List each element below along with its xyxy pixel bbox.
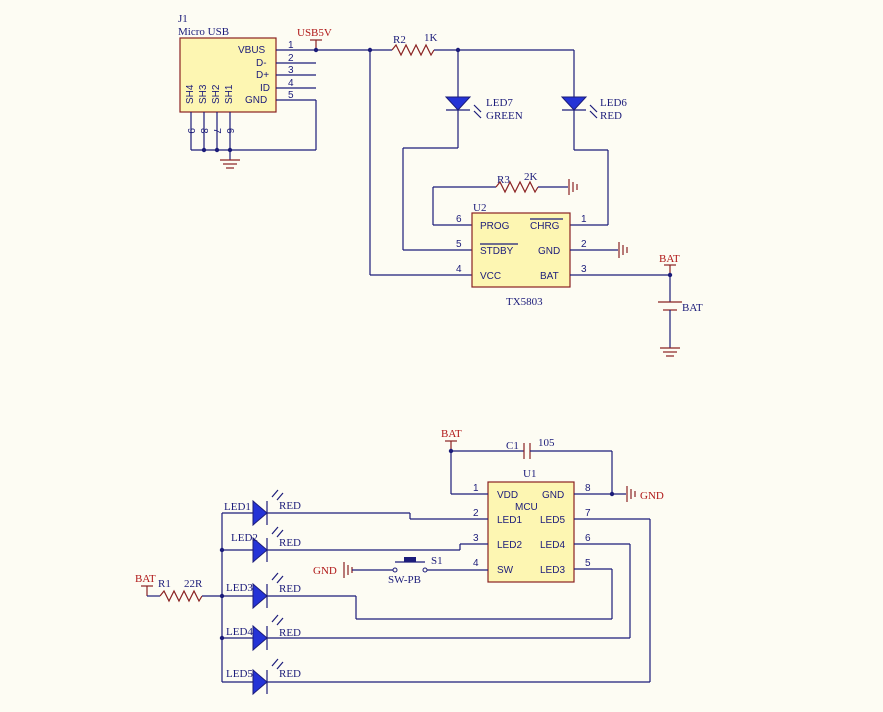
u2-pin-gnd: GND (538, 246, 560, 257)
u2-ref: U2 (473, 202, 486, 214)
r2-value: 1K (424, 32, 438, 44)
ground-symbol-j1 (220, 159, 240, 169)
j1-pin-sh2: SH2 (211, 84, 222, 104)
j1-num-3: 3 (288, 65, 294, 76)
ic-u2[interactable]: U2 PROG STDBY VCC CHRG GND BAT 6 5 4 1 2… (456, 202, 587, 308)
u2-num-1: 1 (581, 214, 587, 225)
j1-pin-id: ID (260, 83, 270, 94)
net-label-bat-3: BAT (135, 573, 156, 585)
u2-num-2: 2 (581, 239, 587, 250)
led6[interactable]: LED6 RED (560, 50, 627, 226)
u1-pin-gnd: GND (542, 490, 564, 501)
u2-num-6: 6 (456, 214, 462, 225)
u1-pin-vdd: VDD (497, 490, 518, 501)
u1-num-7: 7 (585, 508, 591, 519)
j1-num-4: 4 (288, 78, 294, 89)
j1-pin-sh1: SH1 (224, 84, 235, 104)
u2-num-4: 4 (456, 264, 462, 275)
u2-body (471, 212, 571, 288)
led2-ref: LED2 (231, 532, 258, 544)
c1-ref: C1 (506, 440, 519, 452)
u2-num-3: 3 (581, 264, 587, 275)
u1-num-2: 2 (473, 508, 479, 519)
j1-num-5: 5 (288, 90, 294, 101)
u1-pin-led2: LED2 (497, 540, 522, 551)
resistor-r1[interactable]: BAT R1 22R (135, 573, 225, 603)
u2-pin-prog: PROG (480, 221, 510, 232)
j1-pin-vbus: VBUS (238, 45, 266, 56)
u2-pin-chrg: CHRG (530, 221, 560, 232)
r3-value: 2K (524, 171, 538, 183)
led3-color: RED (279, 583, 301, 595)
resistor-r3[interactable]: R3 2K (432, 171, 578, 226)
led-1[interactable]: LED1 RED (222, 489, 488, 527)
u1-num-8: 8 (585, 483, 591, 494)
net-label-gnd-2: GND (313, 565, 337, 577)
led-2[interactable]: LED2 RED (222, 526, 488, 564)
s1-ref: S1 (431, 555, 443, 567)
bat-cell-label: BAT (682, 302, 703, 314)
led-5[interactable]: LED5 RED (222, 518, 651, 696)
s1-value: SW-PB (388, 574, 421, 586)
j1-num-1: 1 (288, 40, 294, 51)
u2-pin-vcc: VCC (480, 271, 501, 282)
connector-j1[interactable]: J1 Micro USB VBUS D- D+ ID GND 1 2 3 4 5… (178, 13, 317, 169)
led1-color: RED (279, 500, 301, 512)
c1-value: 105 (538, 437, 555, 449)
r1-value: 22R (184, 578, 203, 590)
led7-color: GREEN (486, 110, 523, 122)
u1-num-6: 6 (585, 533, 591, 544)
u1-num-3: 3 (473, 533, 479, 544)
led6-ref: LED6 (600, 97, 627, 109)
r1-ref: R1 (158, 578, 171, 590)
j1-pin-gnd: GND (245, 95, 267, 106)
u1-name: MCU (515, 502, 538, 513)
net-label-bat-2: BAT (441, 428, 462, 440)
battery-bat[interactable]: BAT BAT (658, 253, 703, 357)
j1-pin-dminus: D- (256, 58, 267, 69)
u1-body (487, 481, 575, 583)
j1-pin-sh4: SH4 (185, 84, 196, 104)
u1-pin-led1: LED1 (497, 515, 522, 526)
led7[interactable]: LED7 GREEN (402, 50, 523, 251)
led-3[interactable]: LED3 RED (222, 568, 613, 620)
u1-pin-led4: LED4 (540, 540, 565, 551)
led1-ref: LED1 (224, 501, 251, 513)
j1-name: Micro USB (178, 26, 229, 38)
u1-num-5: 5 (585, 558, 591, 569)
net-label-usb5v: USB5V (297, 27, 332, 39)
led5-ref: LED5 (226, 668, 253, 680)
led3-ref: LED3 (226, 582, 253, 594)
resistor-r2[interactable]: R2 1K (391, 32, 438, 57)
j1-pin-dplus: D+ (256, 70, 269, 81)
led4-ref: LED4 (226, 626, 253, 638)
u1-ref: U1 (523, 468, 536, 480)
led4-color: RED (279, 627, 301, 639)
u2-name: TX5803 (506, 296, 543, 308)
led2-color: RED (279, 537, 301, 549)
led6-color: RED (600, 110, 622, 122)
u2-pin-stdby: STDBY (480, 246, 514, 257)
net-label-bat: BAT (659, 253, 680, 265)
led5-color: RED (279, 668, 301, 680)
u1-pin-led5: LED5 (540, 515, 565, 526)
capacitor-c1[interactable]: C1 105 (451, 437, 613, 493)
j1-ref: J1 (178, 13, 188, 25)
u2-num-5: 5 (456, 239, 462, 250)
u1-num-4: 4 (473, 558, 479, 569)
j1-num-2: 2 (288, 53, 294, 64)
led-4[interactable]: LED4 RED (222, 543, 631, 652)
switch-s1[interactable]: GND S1 SW-PB (313, 555, 488, 586)
r2-ref: R2 (393, 34, 406, 46)
j1-pin-sh3: SH3 (198, 84, 209, 104)
ic-u1[interactable]: U1 MCU VDD LED1 LED2 SW GND LED5 LED4 LE… (473, 468, 591, 583)
led7-ref: LED7 (486, 97, 513, 109)
u1-num-1: 1 (473, 483, 479, 494)
j1-body (179, 37, 277, 113)
u1-pin-led3: LED3 (540, 565, 565, 576)
u1-pin-sw: SW (497, 565, 514, 576)
net-label-gnd: GND (640, 490, 664, 502)
u2-pin-bat: BAT (540, 271, 559, 282)
